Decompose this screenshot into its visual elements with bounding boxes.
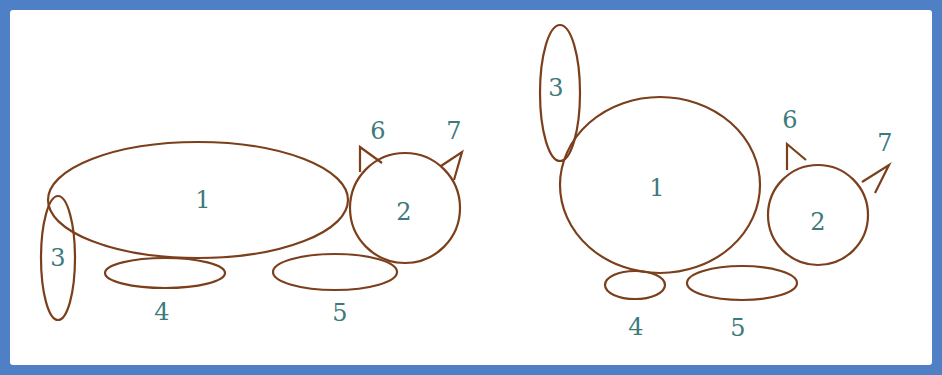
leg-ellipse: [273, 254, 397, 290]
body-ellipse: [48, 142, 348, 258]
ear: [360, 147, 382, 172]
callout-number: 6: [782, 108, 797, 132]
leg-ellipse: [687, 266, 797, 300]
callout-number: 3: [548, 76, 563, 100]
callout-number: 2: [396, 200, 411, 224]
leg-ellipse: [105, 258, 225, 288]
ear: [862, 165, 889, 193]
callout-number: 1: [195, 188, 210, 212]
ear: [787, 144, 806, 170]
callout-number: 5: [332, 301, 347, 325]
callout-number: 4: [154, 300, 169, 324]
callout-number: 1: [649, 176, 664, 200]
ear: [441, 152, 462, 180]
leg-ellipse: [605, 271, 665, 299]
callout-number: 7: [877, 131, 892, 155]
tail-ellipse: [41, 196, 75, 320]
callout-number: 5: [730, 316, 745, 340]
body-ellipse: [560, 97, 760, 273]
callout-number: 7: [446, 119, 461, 143]
callout-number: 4: [628, 315, 643, 339]
callout-number: 3: [50, 246, 65, 270]
head-circle: [350, 153, 460, 263]
picture-panel: [10, 10, 932, 365]
head-circle: [768, 165, 868, 265]
callout-number: 6: [370, 119, 385, 143]
callout-number: 2: [810, 210, 825, 234]
